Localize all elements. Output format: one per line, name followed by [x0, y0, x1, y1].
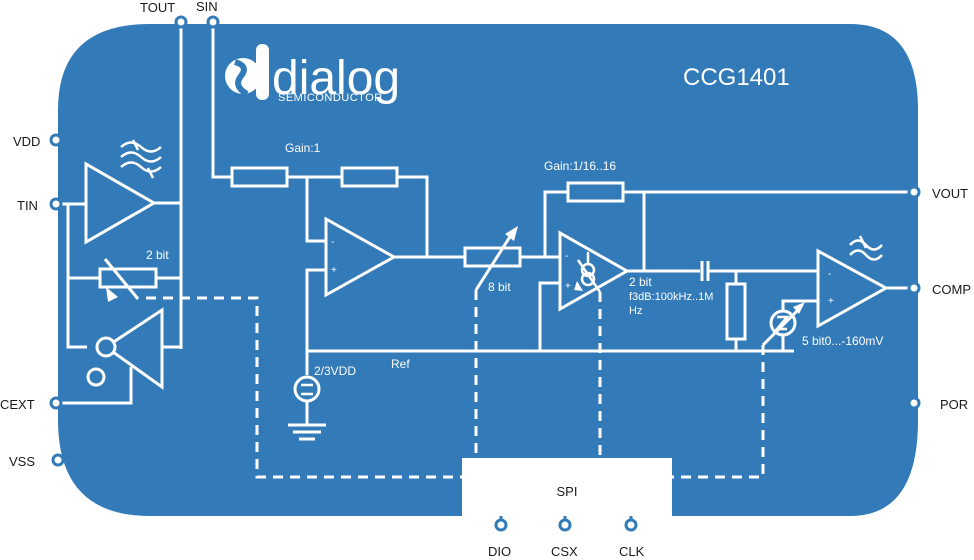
gain-stage1-label: Gain:1: [285, 141, 321, 155]
spi-label: SPI: [557, 484, 578, 499]
pin-label-vss: VSS: [9, 454, 35, 469]
part-number: CCG1401: [683, 64, 790, 91]
trim-arrow: [103, 258, 140, 300]
pin-label-tout: TOUT: [140, 0, 175, 15]
pot-bits-label: 8 bit: [488, 280, 511, 294]
feedback-resistor-icon: [340, 166, 399, 188]
voltage-source-icon: [293, 375, 321, 403]
svg-text:+: +: [565, 281, 571, 292]
pin-label-tin: TIN: [17, 198, 38, 213]
dialog-logo: dialog SEMICONDUCTOR: [225, 44, 400, 105]
svg-text:+: +: [331, 265, 337, 276]
pin-label-vdd: VDD: [13, 134, 40, 149]
spi-control-offset: [672, 345, 765, 479]
pin-label-clk: CLK: [619, 544, 645, 559]
gain-stage2-label: Gain:1/16..16: [544, 159, 616, 173]
open-node-icon: [86, 367, 106, 387]
pin-label-csx: CSX: [551, 544, 578, 559]
ref-net-label: Ref: [391, 357, 410, 371]
logo-brand: dialog: [272, 52, 400, 105]
spi-block: [462, 458, 672, 516]
comp-offset-label: 5 bit0...-160mV: [802, 334, 883, 348]
filter-f3db-line1: f3dB:100kHz..1M: [629, 291, 713, 303]
filter-resistor-icon: [725, 282, 747, 341]
svg-text:+: +: [828, 296, 834, 307]
filter-bits-label: 2 bit: [629, 275, 652, 289]
ground-icon: [288, 423, 326, 441]
svg-text:-: -: [331, 237, 334, 248]
comparator-lowpass-wave-icon: [849, 235, 883, 261]
logo-tagline: SEMICONDUCTOR: [278, 92, 383, 104]
pin-label-comp: COMP: [932, 282, 971, 297]
sin-wire: [211, 22, 232, 179]
stage2-feedback-resistor-icon: [566, 181, 625, 203]
pin-tin[interactable]: [49, 197, 63, 211]
pin-por[interactable]: [907, 396, 921, 410]
pin-label-vout: VOUT: [932, 186, 968, 201]
spi-control-tin-trim: [146, 296, 462, 479]
svg-text:-: -: [828, 269, 831, 280]
dialog-logo-mark-icon: [225, 44, 269, 100]
pin-clk[interactable]: [624, 518, 638, 532]
tin-trim-resistor-icon: [98, 267, 158, 289]
pin-vss[interactable]: [51, 453, 65, 467]
input-resistor-icon: [230, 166, 289, 188]
svg-text:-: -: [565, 251, 568, 262]
pin-cext[interactable]: [49, 396, 63, 410]
pin-label-por: POR: [940, 397, 968, 412]
comparator-opamp-icon: [816, 248, 890, 329]
filter-f3db-line2: Hz: [629, 305, 642, 317]
current-source-icon: [576, 252, 602, 293]
pin-csx[interactable]: [558, 518, 572, 532]
pin-vdd[interactable]: [49, 133, 63, 147]
pin-sin[interactable]: [206, 15, 220, 29]
cext-wire: [57, 367, 133, 405]
tin-trim-bits: 2 bit: [146, 248, 169, 262]
buffer-node-icon: [95, 336, 117, 358]
pin-label-dio: DIO: [488, 544, 511, 559]
stage1-opamp-icon: [324, 216, 398, 298]
pin-label-sin: SIN: [196, 0, 218, 14]
tin-amplifier: [57, 139, 181, 245]
pin-tout[interactable]: [174, 15, 188, 29]
ref-voltage-label: 2/3VDD: [314, 364, 356, 378]
lowpass-wave-icon: [120, 139, 162, 179]
pin-label-cext: CEXT: [0, 397, 35, 412]
pin-comp[interactable]: [907, 281, 921, 295]
pin-dio[interactable]: [494, 518, 508, 532]
pin-vout[interactable]: [907, 185, 921, 199]
